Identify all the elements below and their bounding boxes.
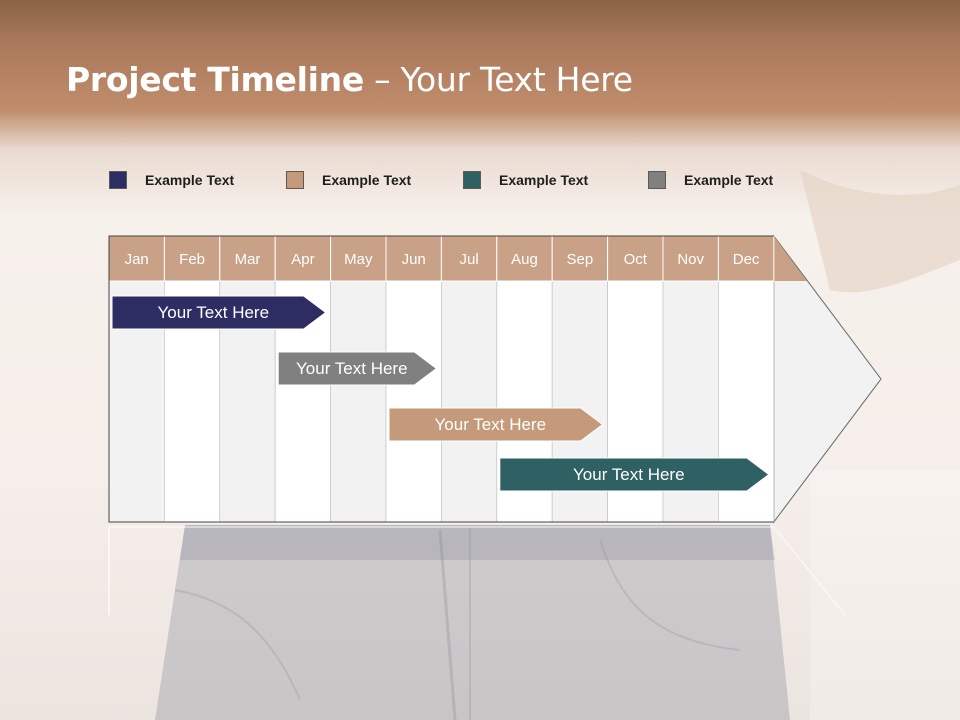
month-label: Jul bbox=[460, 251, 479, 268]
task-arrow bbox=[277, 351, 438, 386]
legend-label: Example Text bbox=[499, 172, 589, 188]
month-header-cell bbox=[551, 235, 609, 282]
task-label: Your Text Here bbox=[158, 303, 270, 322]
task-arrow bbox=[499, 457, 770, 492]
month-column bbox=[385, 280, 442, 523]
month-header-cell bbox=[496, 235, 553, 282]
grid-outline bbox=[108, 235, 774, 523]
title-main: Project Timeline bbox=[66, 60, 364, 99]
month-column bbox=[330, 280, 387, 523]
legend-item-2: Example Text bbox=[286, 170, 411, 190]
reflection-line-diagonal bbox=[773, 526, 846, 616]
arrow-tip-header bbox=[773, 236, 807, 281]
task-label: Your Text Here bbox=[435, 415, 547, 434]
month-label: May bbox=[344, 251, 373, 268]
month-label: Dec bbox=[733, 251, 760, 268]
month-header-cell bbox=[330, 235, 387, 282]
legend-item-4: Example Text bbox=[648, 170, 773, 190]
legend-label: Example Text bbox=[322, 172, 412, 188]
month-header-cell bbox=[219, 235, 276, 282]
legend-item-1: Example Text bbox=[109, 170, 234, 190]
legend-item-3: Example Text bbox=[463, 170, 588, 190]
month-header-cell bbox=[607, 235, 664, 282]
month-label: Jan bbox=[125, 251, 149, 268]
task-arrow bbox=[388, 407, 604, 442]
legend-swatch bbox=[286, 171, 304, 189]
month-label: Sep bbox=[567, 251, 594, 268]
month-label: Oct bbox=[624, 251, 648, 268]
month-label: Mar bbox=[235, 251, 261, 268]
legend-label: Example Text bbox=[145, 172, 235, 188]
month-header-cell bbox=[274, 235, 332, 282]
timeline-reflection bbox=[108, 526, 846, 616]
legend-label: Example Text bbox=[684, 172, 774, 188]
month-label: Aug bbox=[511, 251, 538, 268]
legend-swatch bbox=[648, 171, 666, 189]
task-label: Your Text Here bbox=[573, 465, 685, 484]
month-label: Nov bbox=[677, 251, 704, 268]
month-label: Feb bbox=[179, 251, 205, 268]
page-title: Project Timeline – Your Text Here bbox=[66, 60, 633, 99]
legend-swatch bbox=[109, 171, 127, 189]
month-label: Jun bbox=[402, 251, 426, 268]
title-subtitle: – Your Text Here bbox=[363, 60, 633, 99]
task-label: Your Text Here bbox=[296, 359, 408, 378]
legend-swatch bbox=[463, 171, 481, 189]
timeline-columns: Jan Feb Mar Apr May Jun Jul Aug Sep Oct Nov Dec bbox=[108, 234, 882, 524]
task-arrow bbox=[111, 295, 327, 330]
month-header-cell bbox=[385, 235, 442, 282]
month-header-cell bbox=[163, 235, 221, 282]
month-label: Apr bbox=[291, 251, 314, 268]
month-column bbox=[440, 280, 498, 523]
